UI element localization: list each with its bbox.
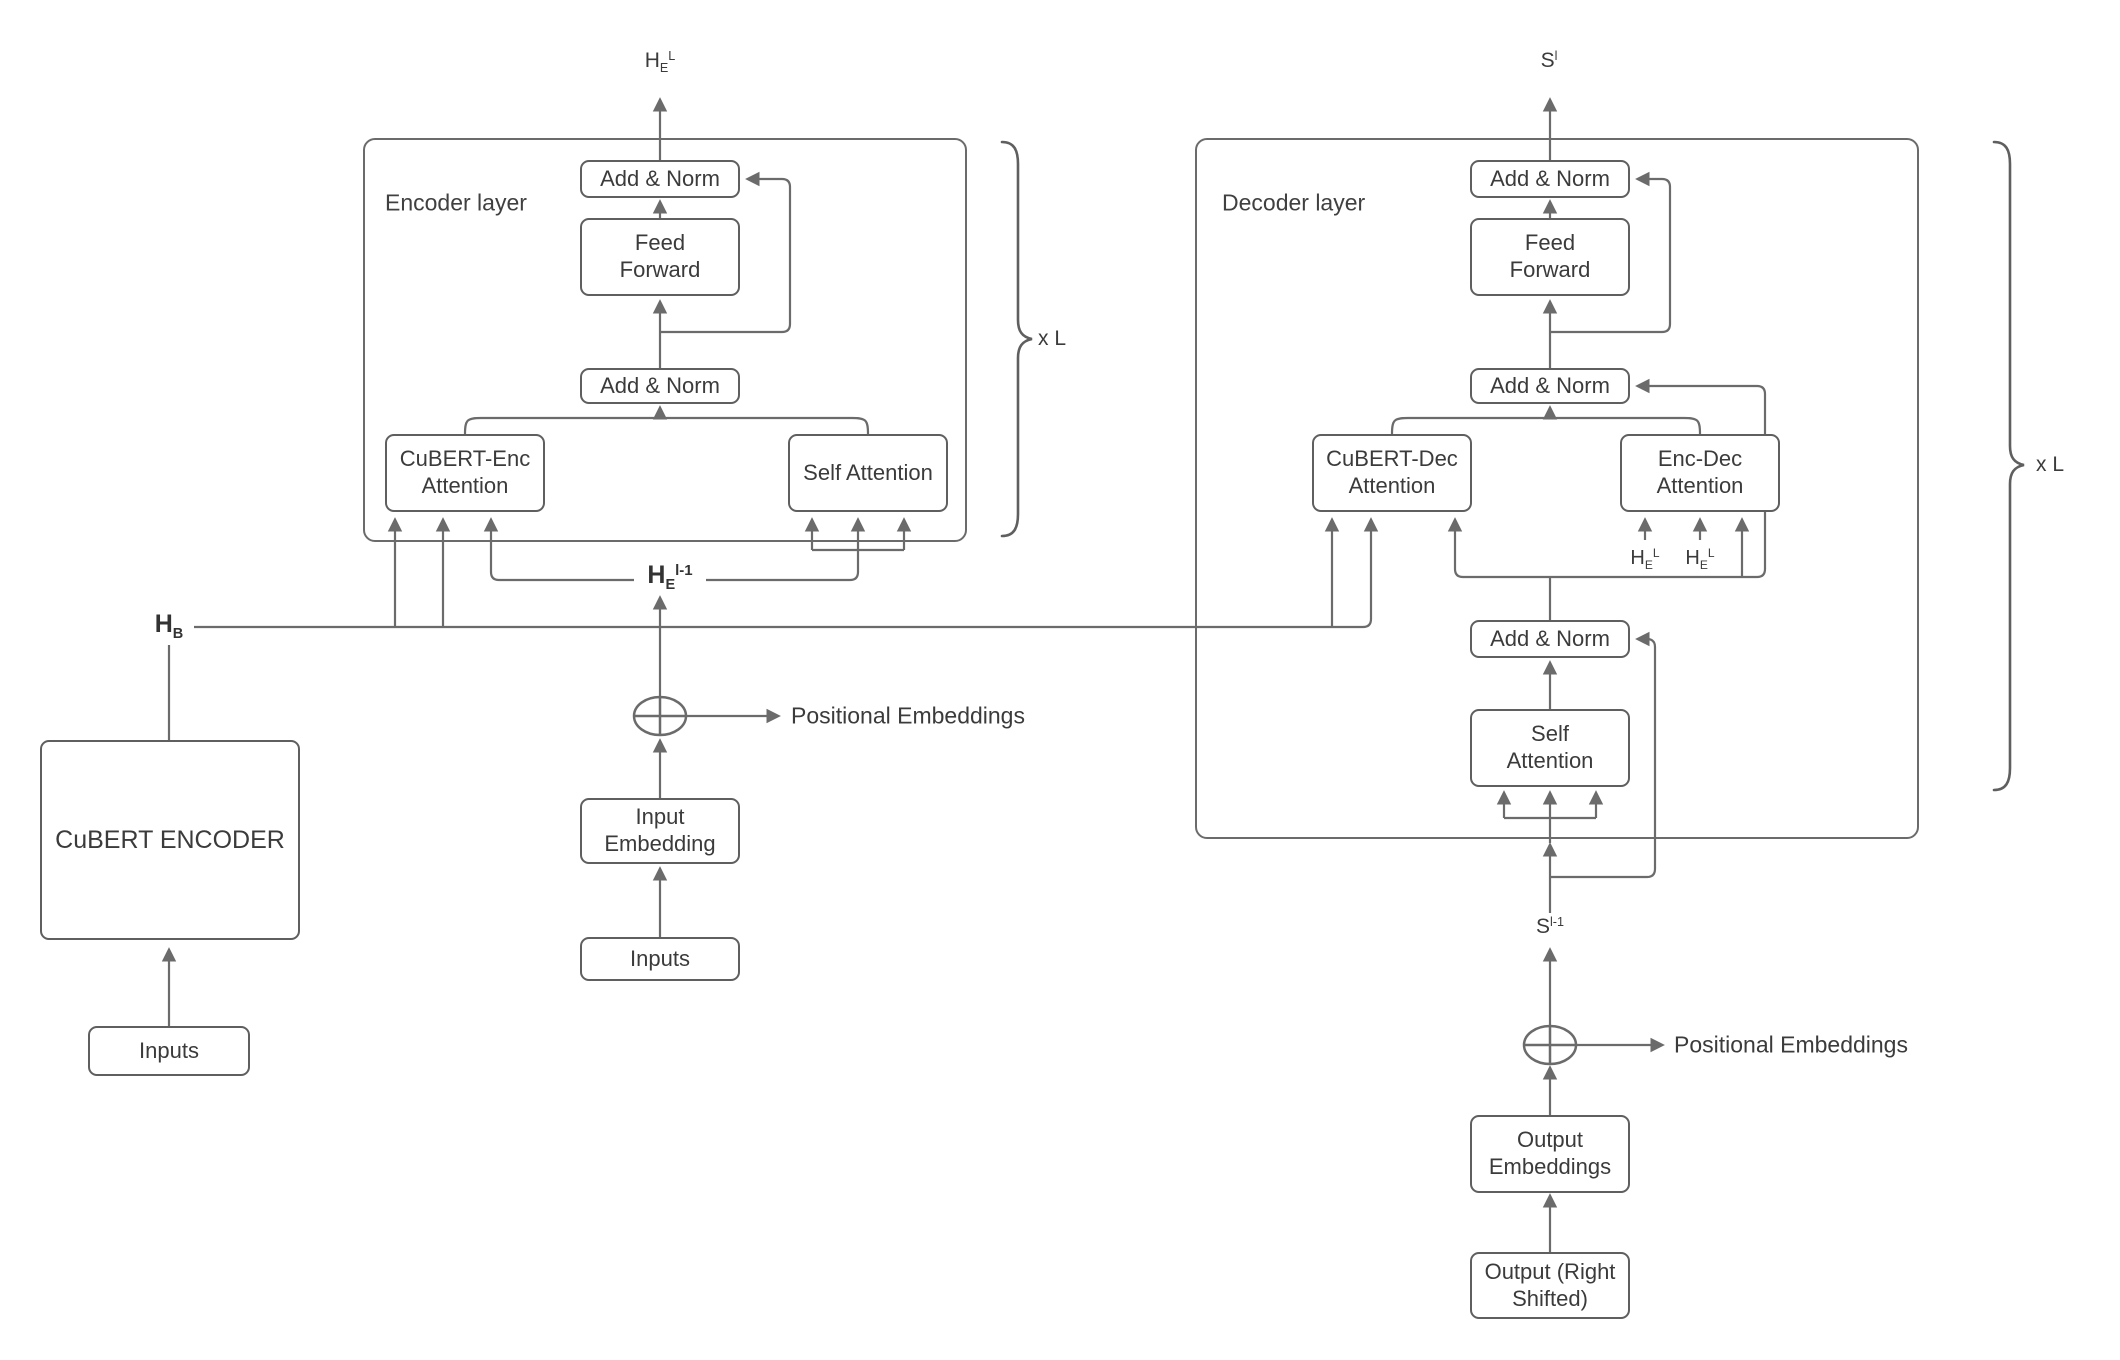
decoder-feed-forward: Feed Forward: [1470, 218, 1630, 296]
encoder-add-norm-mid: Add & Norm: [580, 368, 740, 404]
encoder-repeat-brace: [1000, 140, 1033, 538]
encoder-connectors: [161, 97, 1379, 1026]
encoder-cubert-enc-attention: CuBERT-Enc Attention: [385, 434, 545, 512]
encoder-feed-forward: Feed Forward: [580, 218, 740, 296]
decoder-enc-dec-attention: Enc-Dec Attention: [1620, 434, 1780, 512]
decoder-add-norm-bottom: Add & Norm: [1470, 620, 1630, 658]
decoder-add-norm-top: Add & Norm: [1470, 160, 1630, 198]
decoder-repeat-label: x L: [2036, 453, 2065, 476]
hb-label: HB: [154, 610, 184, 642]
enc-state-label-a: HEL: [1630, 546, 1660, 572]
input-embedding-box: Input Embedding: [580, 798, 740, 864]
cubert-encoder-box: CuBERT ENCODER: [40, 740, 300, 940]
circle-plus-icon-decoder: [1522, 1024, 1578, 1066]
repeat-braces: [1000, 140, 2025, 792]
inputs-box-middle: Inputs: [580, 937, 740, 981]
output-embeddings-box: Output Embeddings: [1470, 1115, 1630, 1193]
encoder-repeat-label: x L: [1038, 327, 1067, 350]
output-right-shifted-box: Output (Right Shifted): [1470, 1252, 1630, 1319]
circle-plus-icon-encoder: [632, 695, 688, 737]
decoder-layer-box: [1195, 138, 1919, 839]
decoder-add-norm-mid: Add & Norm: [1470, 368, 1630, 404]
decoder-prev-state-label: Sl-1: [1535, 914, 1565, 938]
encoder-output-label: HEL: [644, 48, 676, 76]
encoder-add-norm-top: Add & Norm: [580, 160, 740, 198]
positional-embeddings-label-middle: Positional Embeddings: [791, 702, 1025, 729]
encoder-layer-label: Encoder layer: [385, 189, 527, 216]
encoder-self-attention: Self Attention: [788, 434, 948, 512]
decoder-repeat-brace: [1992, 140, 2025, 792]
decoder-layer-label: Decoder layer: [1222, 189, 1366, 216]
decoder-self-attention: Self Attention: [1470, 709, 1630, 787]
encoder-prev-state-label: HEl-1: [647, 561, 693, 593]
decoder-cubert-dec-attention: CuBERT-Dec Attention: [1312, 434, 1472, 512]
decoder-output-label: Sl: [1540, 48, 1558, 72]
inputs-box-left: Inputs: [88, 1026, 250, 1076]
encoder-layer-box: [363, 138, 967, 542]
decoder-connectors: [1390, 97, 1767, 1252]
enc-state-label-b: HEL: [1685, 546, 1715, 572]
positional-embeddings-label-right: Positional Embeddings: [1674, 1031, 1908, 1058]
